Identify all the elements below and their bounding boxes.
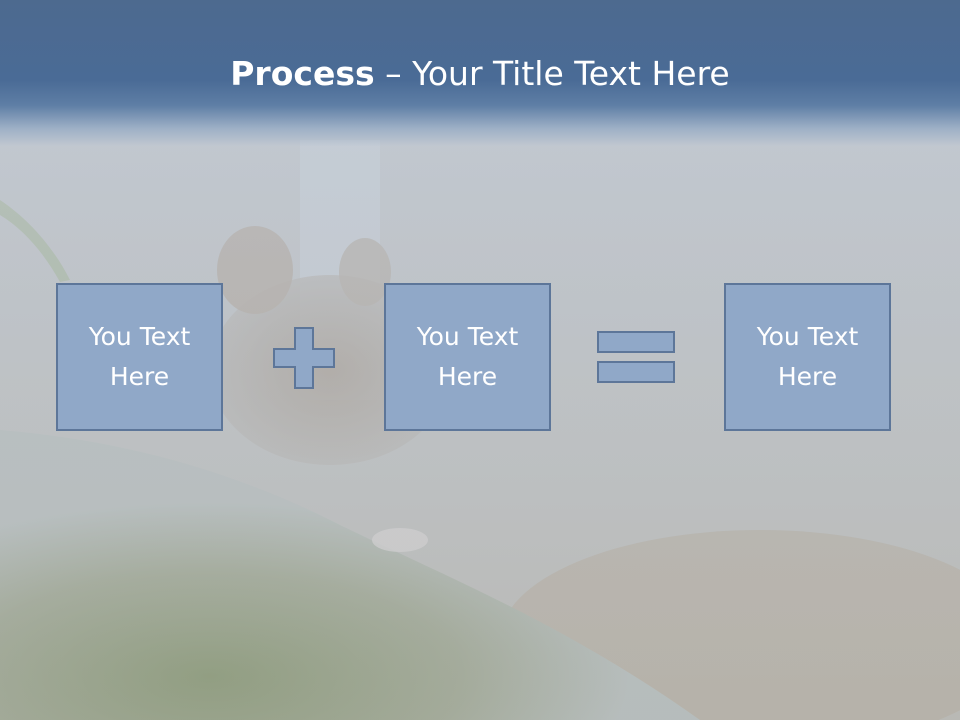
process-box-2[interactable]: You Text Here: [384, 283, 551, 431]
title-rest: – Your Title Text Here: [374, 54, 730, 93]
box-line-2: Here: [109, 362, 170, 391]
box-line-1: You Text: [416, 322, 519, 351]
title-bold: Process: [230, 54, 375, 93]
box-text: You Text Here: [70, 317, 210, 397]
box-line-1: You Text: [88, 322, 191, 351]
equals-icon[interactable]: [596, 330, 676, 384]
slide-title[interactable]: Process – Your Title Text Here: [0, 52, 960, 96]
process-box-3[interactable]: You Text Here: [724, 283, 891, 431]
box-line-2: Here: [437, 362, 498, 391]
box-text: You Text Here: [738, 317, 878, 397]
box-line-1: You Text: [756, 322, 859, 351]
title-band: [0, 0, 960, 146]
plus-icon[interactable]: [273, 327, 335, 389]
process-box-1[interactable]: You Text Here: [56, 283, 223, 431]
box-text: You Text Here: [398, 317, 538, 397]
box-line-2: Here: [777, 362, 838, 391]
